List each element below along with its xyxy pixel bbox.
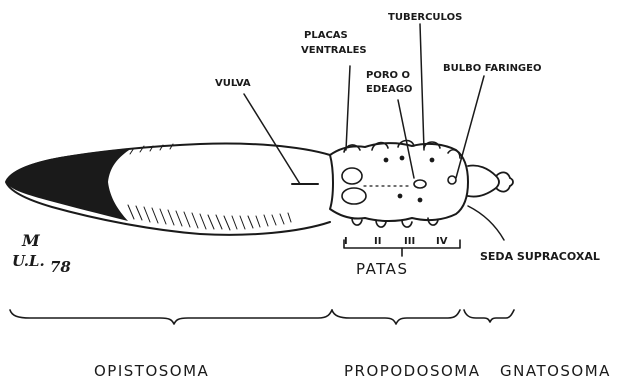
opisthosoma-body xyxy=(6,143,330,234)
leg-numeral-2: II xyxy=(374,236,381,247)
signature-initial-top: M xyxy=(21,231,41,250)
opisthosoma-striations xyxy=(120,144,291,230)
region-opistosoma: OPISTOSOMA xyxy=(94,362,209,380)
leg-numeral-3: III xyxy=(404,236,415,247)
label-seda: SEDA SUPRACOXAL xyxy=(480,250,600,263)
label-patas: PATAS xyxy=(356,260,408,278)
region-gnatosoma: GNATOSOMA xyxy=(500,362,611,380)
brace-gnatosoma xyxy=(464,310,514,322)
supracoxal-seta xyxy=(468,206,504,240)
pore-aedeagus xyxy=(414,180,426,188)
brace-propodosoma xyxy=(332,310,460,324)
leg-numeral-4: IV xyxy=(436,236,448,247)
label-bulbo: BULBO FARINGEO xyxy=(443,63,541,74)
leader-poro xyxy=(398,100,414,178)
opisthosoma-tip-shading xyxy=(6,148,132,221)
pharyngeal-bulb xyxy=(448,176,456,184)
leader-tuberculos xyxy=(420,24,424,150)
signature-year: 78 xyxy=(50,258,71,276)
ventral-plates xyxy=(342,168,366,204)
label-vulva: VULVA xyxy=(215,78,251,89)
label-placas-line2: VENTRALES xyxy=(301,45,367,56)
region-braces xyxy=(10,310,514,324)
label-tuberculos: TUBERCULOS xyxy=(388,12,462,23)
leader-placas xyxy=(346,66,350,150)
label-poro-line2: EDEAGO xyxy=(366,84,412,95)
label-placas-line1: PLACAS xyxy=(304,30,348,41)
tubercles xyxy=(344,140,460,201)
brace-opistosoma xyxy=(10,310,332,324)
leg-numeral-1: I xyxy=(344,236,348,247)
region-propodosoma: PROPODOSOMA xyxy=(344,362,481,380)
gnathosoma-mouthparts xyxy=(468,165,513,196)
label-poro-line1: PORO O xyxy=(366,70,410,81)
propodosoma-body xyxy=(330,140,468,227)
signature-initial-bottom: U.L. xyxy=(12,252,45,270)
leader-vulva xyxy=(244,94,300,184)
leader-bulbo xyxy=(456,76,484,178)
